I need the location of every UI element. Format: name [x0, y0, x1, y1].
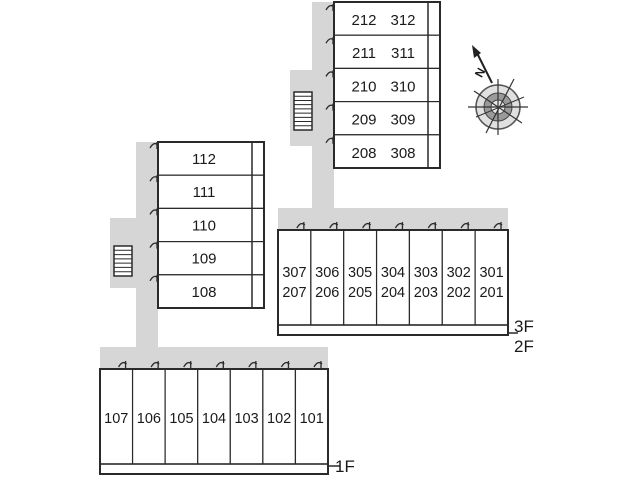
floor-label-1f: 1F — [335, 457, 355, 476]
stairs-1f — [113, 245, 133, 277]
room-label: 111 — [193, 184, 216, 201]
room-111 — [157, 174, 265, 209]
room-stack-1f: 112 111 110 109 108 — [149, 141, 265, 309]
stairs-upper — [293, 91, 313, 131]
room-103 — [229, 368, 264, 465]
room-label-2f: 203 — [414, 285, 438, 301]
door-icon — [493, 222, 503, 229]
floor-label-2f: 2F — [514, 337, 534, 356]
row-1f-outline — [99, 368, 329, 475]
room-label-2f: 202 — [447, 285, 471, 301]
room-212-312 — [333, 1, 441, 36]
room-label-3f: 310 — [390, 78, 415, 95]
compass-north-arrow — [475, 50, 493, 84]
door-icon — [248, 361, 258, 368]
room-101 — [294, 368, 329, 465]
row-upper-outline — [277, 229, 509, 336]
room-209-309 — [333, 100, 441, 136]
room-label-2f: 201 — [479, 285, 503, 301]
room-label-2f: 209 — [351, 112, 376, 129]
room-label: 112 — [192, 151, 216, 168]
room-102 — [262, 368, 297, 465]
room-105 — [164, 368, 199, 465]
room-label-3f: 304 — [381, 265, 405, 281]
door-icon — [460, 222, 470, 229]
room-label-2f: 208 — [351, 145, 376, 162]
room-208-308 — [333, 134, 441, 169]
room-label: 107 — [104, 411, 128, 427]
room-label: 103 — [234, 411, 258, 427]
room-label: 110 — [192, 217, 216, 234]
room-label-3f: 301 — [479, 265, 503, 281]
room-label-3f: 309 — [390, 112, 415, 129]
compass: N — [468, 45, 528, 135]
room-stack-upper: 212 312 211 311 210 310 209 309 208 308 — [325, 1, 441, 169]
room-302-202 — [441, 229, 476, 326]
room-label-2f: 211 — [352, 45, 376, 62]
door-icon — [183, 361, 193, 368]
door-icon — [313, 361, 323, 368]
door-icon — [329, 222, 339, 229]
door-icon — [427, 222, 437, 229]
compass-north-label: N — [472, 66, 488, 80]
room-label-3f: 312 — [390, 12, 415, 29]
door-icon — [296, 222, 306, 229]
room-210-310 — [333, 67, 441, 103]
compass-arrowhead-icon — [472, 45, 481, 58]
room-label-3f: 303 — [414, 265, 438, 281]
room-label: 105 — [169, 411, 193, 427]
room-label-2f: 205 — [348, 285, 372, 301]
room-label-3f: 305 — [348, 265, 372, 281]
door-icon — [394, 222, 404, 229]
corridor-1f-horizontal — [100, 347, 328, 369]
room-label-3f: 307 — [282, 265, 306, 281]
room-label-3f: 302 — [447, 265, 471, 281]
room-label-3f: 306 — [315, 265, 339, 281]
room-label-2f: 212 — [351, 12, 376, 29]
room-label: 106 — [137, 411, 161, 427]
room-211-311 — [333, 34, 441, 70]
room-label: 102 — [267, 411, 291, 427]
room-label-2f: 207 — [282, 285, 306, 301]
room-label-2f: 210 — [351, 78, 376, 95]
stack-upper-outline — [333, 1, 441, 169]
room-label-3f: 311 — [391, 45, 415, 62]
room-row-1f: 107 106 105 104 103 102 101 — [99, 361, 329, 465]
floor-label-3f: 3F — [514, 317, 534, 336]
door-icon — [280, 361, 290, 368]
room-label-2f: 204 — [381, 285, 405, 301]
room-label: 109 — [191, 251, 216, 268]
room-label: 104 — [202, 411, 226, 427]
door-icon — [118, 361, 128, 368]
room-label-2f: 206 — [315, 285, 339, 301]
room-label-3f: 308 — [390, 145, 415, 162]
room-107 — [99, 368, 134, 465]
door-icon — [362, 222, 372, 229]
room-label: 108 — [191, 284, 216, 301]
room-row-upper: 307 207 306 206 305 205 304 204 303 203 302 202 301 2… — [277, 222, 509, 326]
corridor-upper-horizontal — [278, 208, 508, 230]
door-icon — [215, 361, 225, 368]
room-label: 101 — [300, 411, 324, 427]
door-icon — [150, 361, 160, 368]
stack-1f-outline — [157, 141, 265, 309]
